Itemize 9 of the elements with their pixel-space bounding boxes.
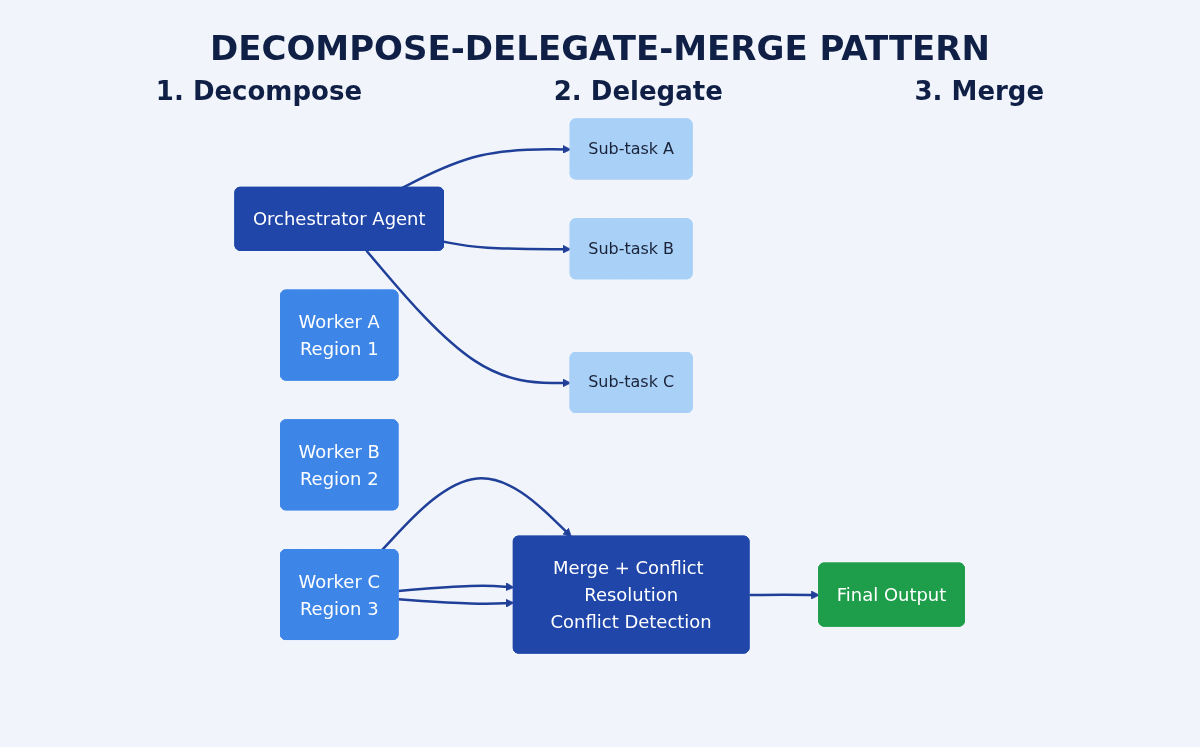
section-heading: 1. Decompose xyxy=(155,76,363,106)
arrow xyxy=(398,598,515,608)
arrow xyxy=(444,240,572,254)
arrow xyxy=(365,249,572,388)
section-heading: 2. Delegate xyxy=(553,76,723,106)
arrow xyxy=(402,145,572,189)
diagram-title: DECOMPOSE-DELEGATE-MERGE PATTERN xyxy=(209,28,991,68)
section-heading: 3. Merge xyxy=(914,76,1045,106)
arrow xyxy=(398,582,515,593)
